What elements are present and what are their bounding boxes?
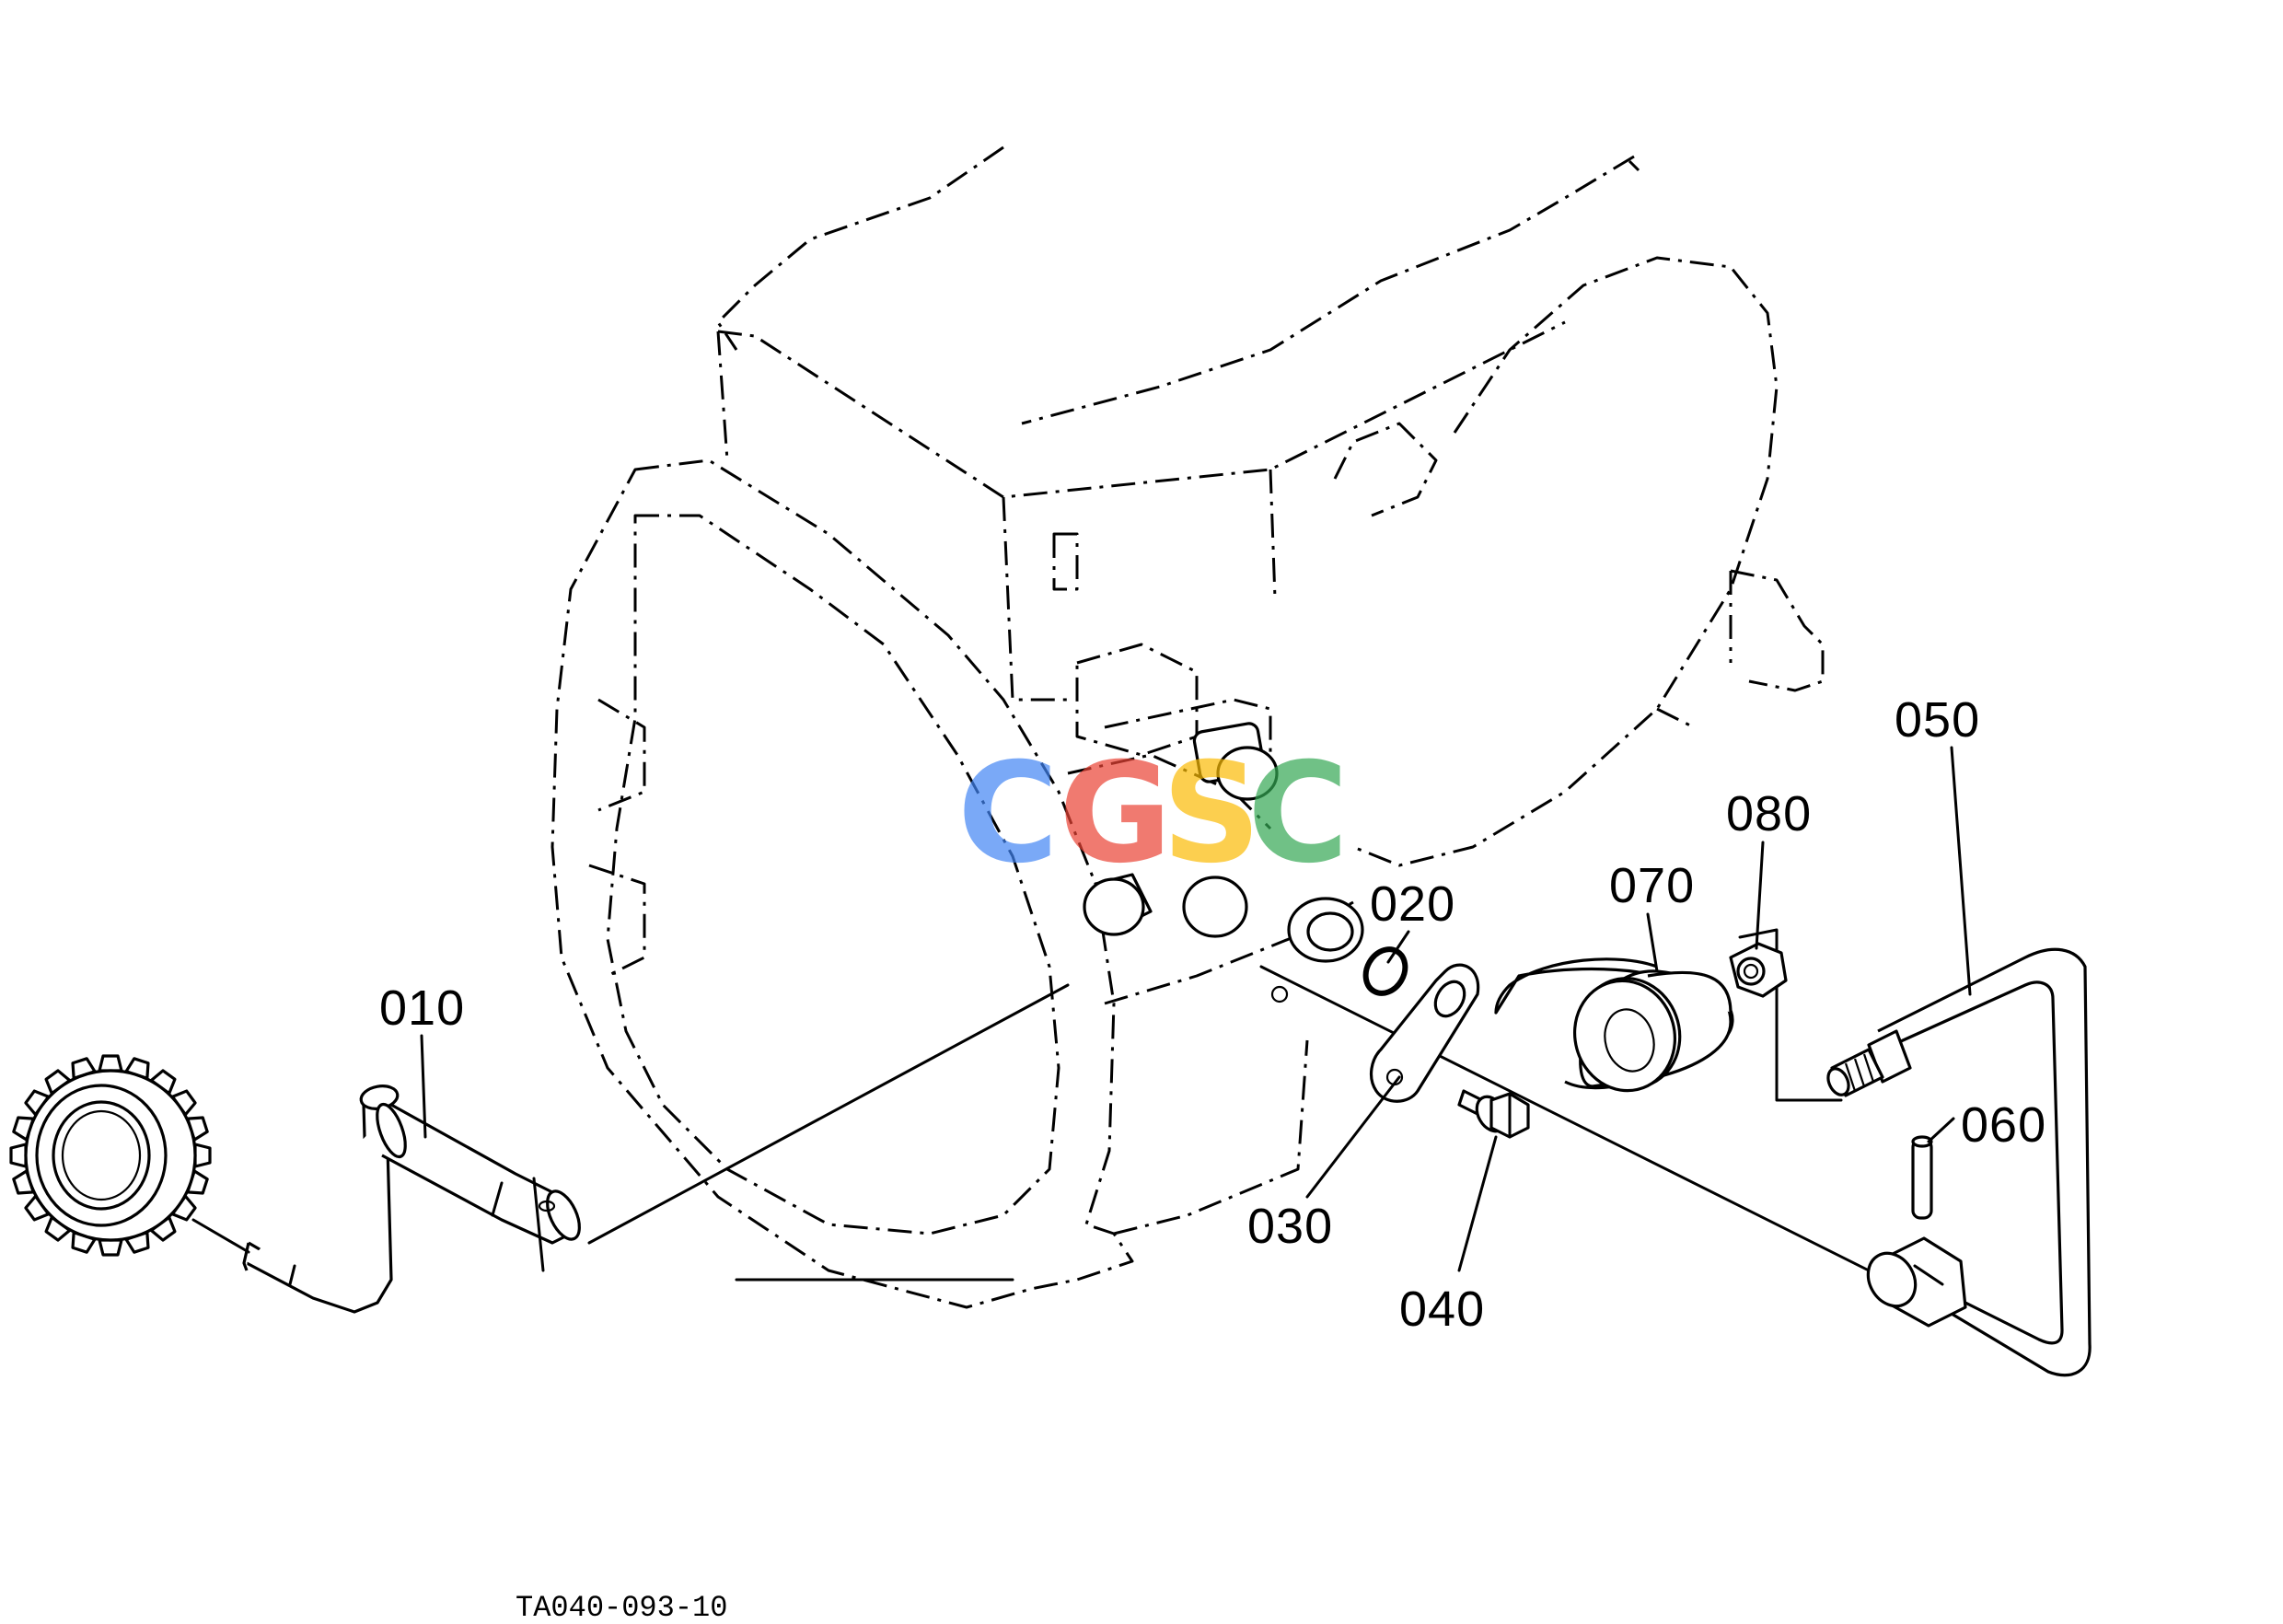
watermark-logo: C G S C bbox=[957, 734, 1349, 894]
part-010-gear-shaft bbox=[9, 1054, 581, 1314]
part-020-o-ring bbox=[1362, 946, 1408, 996]
part-050-lever-rod bbox=[1826, 947, 2092, 1377]
housing-bosses bbox=[1083, 722, 1364, 1003]
callout-labels: 010 020 030 040 050 060 070 080 bbox=[379, 692, 2046, 1337]
figure-reference: TA040-093-10 bbox=[516, 1591, 727, 1624]
callout-050: 050 bbox=[1895, 692, 1980, 748]
watermark-letter-c2: C bbox=[1247, 734, 1349, 894]
part-080-nut bbox=[1729, 942, 1788, 998]
callout-020: 020 bbox=[1370, 876, 1455, 932]
callout-030: 030 bbox=[1247, 1199, 1333, 1254]
part-070-knob bbox=[1494, 957, 1734, 1093]
part-060-pin bbox=[1911, 1135, 1933, 1220]
part-030-plate bbox=[1369, 963, 1480, 1103]
callout-040: 040 bbox=[1399, 1282, 1485, 1337]
callout-080: 080 bbox=[1726, 786, 1812, 841]
watermark-letter-s: S bbox=[1162, 734, 1261, 894]
transmission-housing bbox=[550, 145, 1825, 1309]
watermark-letter-c1: C bbox=[957, 734, 1059, 894]
callout-leaders bbox=[420, 746, 1972, 1272]
watermark-letter-g: G bbox=[1059, 734, 1172, 894]
callout-060: 060 bbox=[1961, 1097, 2046, 1153]
part-040-flange-bolt bbox=[1457, 1089, 1530, 1139]
callout-010: 010 bbox=[379, 980, 465, 1036]
callout-070: 070 bbox=[1609, 858, 1695, 913]
